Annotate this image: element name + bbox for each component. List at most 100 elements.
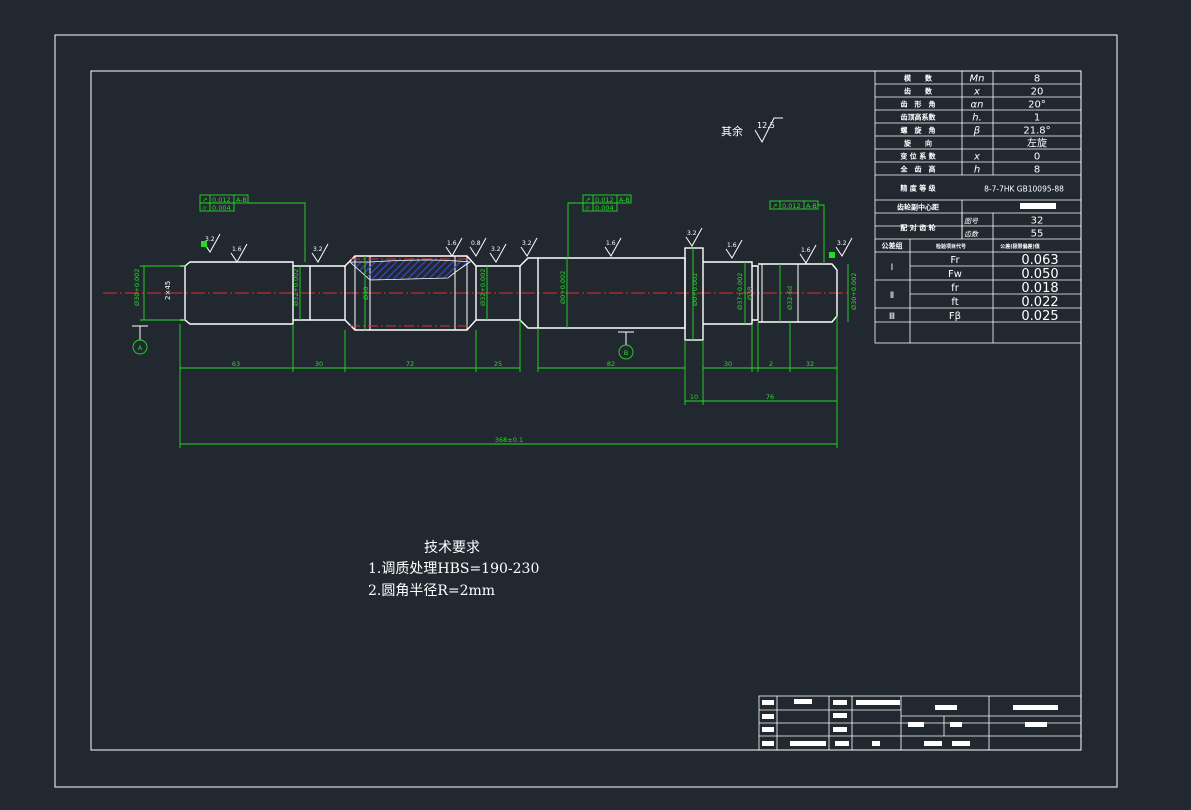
roughness-symbol-5: 0.8 — [469, 237, 487, 257]
tolerance-group-label: Ⅰ — [891, 263, 894, 273]
dia-label-10: Ø30+0.002 — [850, 273, 858, 310]
tolerance-header-cell: 公差组 — [882, 241, 903, 250]
dim-32: 32 — [806, 360, 814, 368]
roughness-symbol-11: 1.6 — [799, 244, 817, 264]
technical-requirements: 技术要求 1.调质处理HBS=190-230 2.圆角半径R=2mm — [368, 540, 539, 599]
roughness-value: 1.6 — [606, 240, 616, 247]
dia-label-2: Ø32+0.002 — [292, 269, 300, 306]
svg-text:↗: ↗ — [202, 196, 207, 204]
svg-text:0.012: 0.012 — [595, 196, 614, 204]
svg-text:0.004: 0.004 — [595, 204, 614, 212]
dim-total: 368±0.1 — [495, 436, 523, 444]
inner-border — [90, 70, 1082, 751]
tolerance-frame-1: ↗ 0.012 A-B ⌭ 0.004 — [199, 194, 306, 262]
roughness-value: 1.6 — [447, 240, 457, 247]
center-distance-redacted — [1020, 203, 1056, 209]
roughness-value: 1.6 — [727, 242, 737, 249]
tolerance-table-header: 公差组 检验项目代号 公差(极限偏差)值 — [875, 239, 1081, 343]
dimension-lines — [143, 248, 849, 445]
tolerance-value: 0.018 — [1021, 281, 1058, 296]
title-block-redacted-7 — [762, 714, 774, 719]
gear-param-symbol: β — [973, 126, 981, 137]
dim-63: 63 — [232, 360, 240, 368]
tolerance-code: fr — [951, 283, 960, 294]
gear-param-symbol: x — [973, 152, 980, 163]
dim-76: 76 — [766, 393, 774, 401]
tooth-section-hatch — [348, 259, 472, 281]
gear-param-symbol: h. — [972, 113, 982, 124]
title-block-redacted-15 — [790, 741, 826, 746]
dia-label-3: Ø40 — [362, 287, 370, 300]
tolerance-frame-2: ↗ 0.012 A-B ⌭ 0.004 — [567, 194, 632, 258]
tolerance-code: Fr — [950, 255, 960, 266]
roughness-symbol-6: 3.2 — [489, 243, 507, 263]
roughness-symbol-8: 1.6 — [604, 237, 622, 257]
gear-param-value: 20° — [1028, 100, 1046, 111]
tolerance-header-cell: 公差(极限偏差)值 — [1000, 243, 1040, 250]
dim-82: 82 — [607, 360, 615, 368]
title-block-redacted-9 — [908, 722, 924, 727]
title-block-redacted-4 — [856, 700, 900, 705]
svg-text:0.012: 0.012 — [212, 196, 231, 204]
tolerance-code: Fβ — [949, 311, 961, 322]
roughness-value: 0.8 — [471, 240, 481, 247]
dim-2: 2 — [769, 360, 773, 368]
roughness-symbol-10: 1.6 — [725, 239, 743, 259]
title-block-redacted-1 — [762, 700, 774, 705]
roughness-symbol-3: 3.2 — [311, 243, 329, 263]
gear-param-symbol: x — [973, 87, 980, 98]
gear-param-label: 精 度 等 级 — [900, 184, 936, 193]
other-roughness-note: 其余 12.5 — [721, 117, 783, 144]
roughness-symbol-2: 1.6 — [230, 243, 248, 263]
gear-param-label: 全 齿 高 — [900, 165, 936, 174]
gear-param-symbol: αn — [971, 100, 984, 111]
title-block-redacted-2 — [794, 699, 812, 704]
roughness-symbol-12: 3.2 — [835, 237, 853, 257]
svg-text:↗: ↗ — [772, 202, 777, 210]
datum-target-marker-right — [829, 252, 835, 258]
gear-row-6: 旋 向 左旋 — [875, 136, 1081, 150]
datum-a: A — [132, 325, 148, 355]
tolerance-header-cell: 检验项目代号 — [936, 243, 966, 250]
gear-param-label: 旋 向 — [903, 139, 932, 148]
title-block-redacted-5 — [935, 705, 957, 710]
title-block-redacted-17 — [872, 741, 880, 746]
dia-label-1: Ø30+0.002 — [133, 269, 141, 306]
tolerance-value: 0.022 — [1021, 295, 1058, 310]
outer-border — [54, 34, 1118, 788]
svg-text:0.004: 0.004 — [212, 204, 231, 212]
shaft-outline — [180, 247, 838, 341]
gear-param-symbol: 齿数 — [964, 231, 979, 239]
chamfer-label: 2×45 — [164, 281, 172, 300]
title-block-redacted-18 — [924, 741, 942, 746]
tolerance-code: Fw — [948, 269, 962, 280]
title-block-redacted-8 — [833, 713, 847, 718]
tech-req-item-1: 1.调质处理HBS=190-230 — [368, 561, 539, 577]
extension-lines — [140, 265, 838, 448]
svg-text:A-B: A-B — [619, 196, 630, 204]
svg-text:⌭: ⌭ — [202, 204, 207, 212]
tolerance-frame-3: ↗ 0.012 A-B — [769, 200, 825, 264]
dim-30b: 30 — [724, 360, 732, 368]
svg-text:B: B — [624, 349, 628, 357]
gear-param-value: 8 — [1034, 74, 1040, 85]
gear-param-value: 8 — [1034, 165, 1040, 176]
title-block — [758, 695, 1082, 751]
svg-text:A-B: A-B — [806, 202, 817, 210]
dim-25: 25 — [494, 360, 502, 368]
gear-param-symbol: 图号 — [964, 218, 979, 226]
roughness-value: 3.2 — [687, 230, 697, 237]
dim-72: 72 — [406, 360, 414, 368]
gear-param-value: 左旋 — [1027, 137, 1047, 150]
gear-param-label: 变 位 系 数 — [900, 152, 936, 161]
roughness-value: 3.2 — [491, 246, 501, 253]
